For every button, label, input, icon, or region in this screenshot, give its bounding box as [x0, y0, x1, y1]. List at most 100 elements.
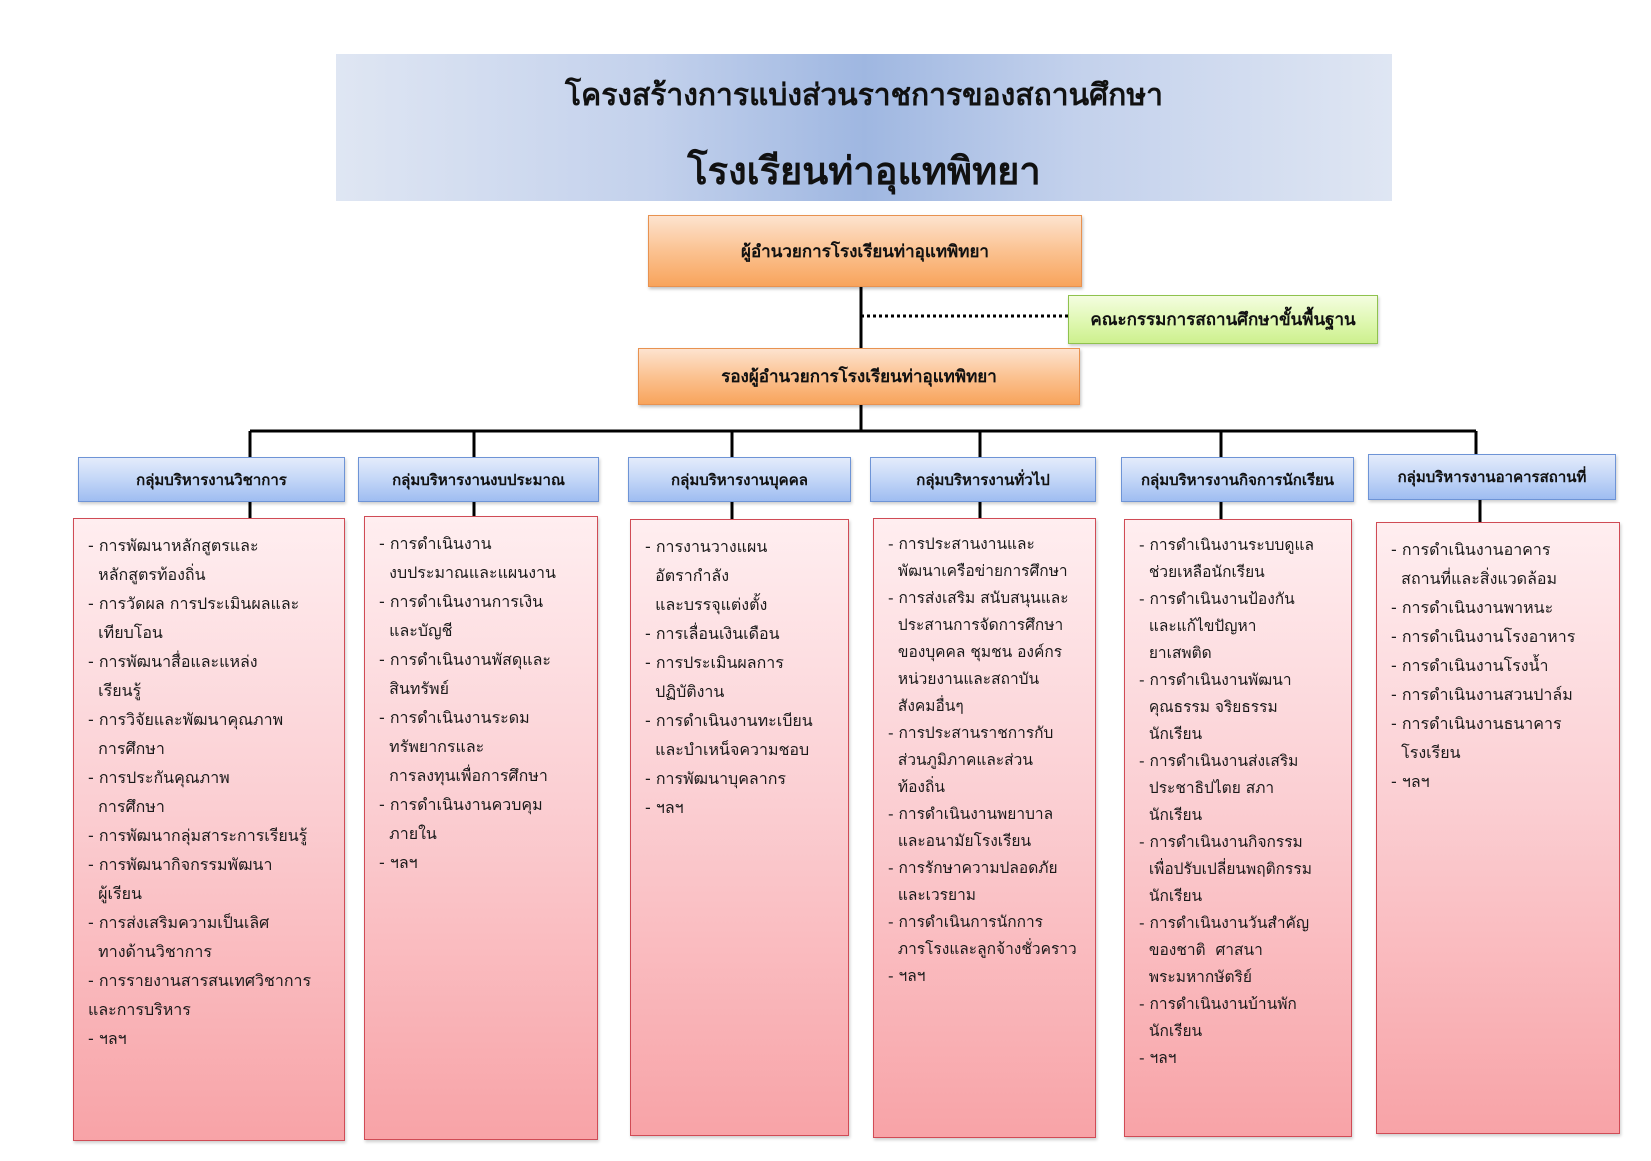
- task-item: - การดำเนินงานโรงน้ำ: [1391, 656, 1549, 675]
- task-item: หลักสูตรท้องถิ่น: [88, 565, 206, 584]
- task-list: - การดำเนินงานระบบดูแล ช่วยเหลือนักเรียน…: [1139, 532, 1343, 1072]
- task-item: - ฯลฯ: [1139, 1049, 1177, 1067]
- task-item: เรียนรู้: [88, 681, 142, 700]
- task-item: การลงทุนเพื่อการศึกษา: [379, 766, 548, 785]
- director-box: ผู้อำนวยการโรงเรียนท่าอุแทพิทยา: [648, 215, 1082, 287]
- task-item: และอนามัยโรงเรียน: [888, 832, 1032, 850]
- group-header-student-affairs: กลุ่มบริหารงานกิจการนักเรียน: [1121, 457, 1354, 502]
- task-item: - การพัฒนากิจกรรมพัฒนา: [88, 855, 273, 874]
- task-item: - ฯลฯ: [888, 967, 926, 985]
- task-item: - การงานวางแผน: [645, 537, 768, 556]
- group-name: กลุ่มบริหารงานงบประมาณ: [392, 470, 565, 489]
- task-item: - ฯลฯ: [1391, 772, 1430, 791]
- group-header-buildings: กลุ่มบริหารงานอาคารสถานที่: [1368, 454, 1616, 500]
- task-item: - การประสานงานและ: [888, 535, 1035, 553]
- task-item: - การประกันคุณภาพ: [88, 768, 230, 787]
- task-item: - การดำเนินงานกิจกรรม: [1139, 833, 1303, 851]
- task-item: การศึกษา: [88, 797, 165, 816]
- task-item: ของบุคคล ชุมชน องค์กร: [888, 643, 1063, 661]
- task-list: - การดำเนินงานอาคาร สถานที่และสิ่งแวดล้อ…: [1391, 535, 1611, 796]
- task-item: ยาเสพติด: [1139, 644, 1212, 662]
- task-item: และแก้ไขปัญหา: [1139, 617, 1257, 635]
- group-name: กลุ่มบริหารงานทั่วไป: [916, 470, 1050, 489]
- task-list: - การดำเนินงาน งบประมาณและแผนงาน- การดำเ…: [379, 529, 589, 877]
- task-item: และบำเหน็จความชอบ: [645, 740, 810, 759]
- chart-title: โครงสร้างการแบ่งส่วนราชการของสถานศึกษา: [565, 78, 1163, 113]
- task-item: - การดำเนินงานพาหนะ: [1391, 598, 1554, 617]
- task-list-personnel: - การงานวางแผน อัตรากำลัง และบรรจุแต่งตั…: [630, 519, 849, 1136]
- task-item: - การพัฒนากลุ่มสาระการเรียนรู้: [88, 826, 308, 845]
- task-item: - การดำเนินงานอาคาร: [1391, 540, 1551, 559]
- task-item: การศึกษา: [88, 739, 165, 758]
- task-item: - การส่งเสริม สนับสนุนและ: [888, 589, 1069, 607]
- task-item: - การส่งเสริมความเป็นเลิศ: [88, 913, 270, 932]
- task-item: - การประเมินผลการ: [645, 653, 784, 672]
- task-item: - ฯลฯ: [645, 798, 684, 817]
- task-item: - การดำเนินงานระบบดูแล: [1139, 536, 1314, 554]
- task-list-budget: - การดำเนินงาน งบประมาณและแผนงาน- การดำเ…: [364, 516, 598, 1140]
- task-item: คุณธรรม จริยธรรม: [1139, 698, 1278, 716]
- task-item: นักเรียน: [1139, 887, 1203, 905]
- task-item: - ฯลฯ: [88, 1029, 127, 1048]
- task-item: - การดำเนินงานวันสำคัญ: [1139, 914, 1310, 932]
- task-item: - การรักษาความปลอดภัย: [888, 859, 1058, 877]
- task-item: เพื่อปรับเปลี่ยนพฤติกรรม: [1139, 860, 1312, 878]
- group-header-personnel: กลุ่มบริหารงานบุคคล: [628, 457, 851, 502]
- task-item: - การพัฒนาบุคลากร: [645, 769, 786, 788]
- task-item: - การวัดผล การประเมินผลและ: [88, 594, 300, 613]
- task-list: - การงานวางแผน อัตรากำลัง และบรรจุแต่งตั…: [645, 532, 840, 822]
- task-item: - การดำเนินงานทะเบียน: [645, 711, 813, 730]
- task-list-academic: - การพัฒนาหลักสูตรและ หลักสูตรท้องถิ่น - …: [73, 518, 345, 1141]
- task-item: พัฒนาเครือข่ายการศึกษา: [888, 562, 1068, 580]
- task-list-general: - การประสานงานและ พัฒนาเครือข่ายการศึกษา…: [873, 518, 1096, 1138]
- task-item: ภายใน: [379, 824, 437, 843]
- task-item: นักเรียน: [1139, 725, 1203, 743]
- task-item: อัตรากำลัง: [645, 566, 730, 585]
- task-item: นักเรียน: [1139, 1022, 1203, 1040]
- task-item: - การดำเนินงานโรงอาหาร: [1391, 627, 1576, 646]
- task-item: และเวรยาม: [888, 886, 976, 904]
- group-header-budget: กลุ่มบริหารงานงบประมาณ: [358, 457, 599, 502]
- task-item: - การดำเนินงานพัฒนา: [1139, 671, 1292, 689]
- task-item: - การดำเนินงานธนาคาร: [1391, 714, 1562, 733]
- deputy-label: รองผู้อำนวยการโรงเรียนท่าอุแทพิทยา: [721, 367, 997, 387]
- task-item: - การพัฒนาสื่อและแหล่ง: [88, 652, 258, 671]
- task-item: - การพัฒนาหลักสูตรและ: [88, 536, 259, 555]
- committee-label: คณะกรรมการสถานศึกษาขั้นพื้นฐาน: [1090, 310, 1356, 330]
- task-item: - การดำเนินงานส่งเสริม: [1139, 752, 1299, 770]
- group-name: กลุ่มบริหารงานวิชาการ: [136, 470, 287, 489]
- task-item: ของชาติ ศาสนา: [1139, 941, 1263, 959]
- task-item: ท้องถิ่น: [888, 778, 945, 796]
- task-item: ทรัพยากรและ: [379, 737, 485, 756]
- task-list-buildings: - การดำเนินงานอาคาร สถานที่และสิ่งแวดล้อ…: [1376, 522, 1620, 1134]
- task-item: - การดำเนินงานพยาบาล: [888, 805, 1054, 823]
- task-item: ปฏิบัติงาน: [645, 682, 725, 701]
- director-label: ผู้อำนวยการโรงเรียนท่าอุแทพิทยา: [741, 241, 989, 262]
- group-header-academic: กลุ่มบริหารงานวิชาการ: [78, 457, 345, 502]
- task-item: งบประมาณและแผนงาน: [379, 563, 556, 582]
- title-banner: โครงสร้างการแบ่งส่วนราชการของสถานศึกษา โ…: [336, 54, 1392, 201]
- task-item: ส่วนภูมิภาคและส่วน: [888, 751, 1033, 769]
- task-item: - การดำเนินงานบ้านพัก: [1139, 995, 1297, 1013]
- task-item: - การดำเนินงานสวนปาล์ม: [1391, 685, 1573, 704]
- task-item: ประชาธิปไตย สภา: [1139, 779, 1275, 797]
- task-item: สินทรัพย์: [379, 679, 449, 698]
- task-item: สังคมอื่นๆ: [888, 697, 964, 715]
- task-item: - การดำเนินการนักการ: [888, 913, 1043, 931]
- deputy-box: รองผู้อำนวยการโรงเรียนท่าอุแทพิทยา: [638, 348, 1080, 405]
- task-item: ผู้เรียน: [88, 884, 142, 903]
- task-item: - การรายงานสารสนเทศวิชาการ: [88, 971, 312, 990]
- committee-box: คณะกรรมการสถานศึกษาขั้นพื้นฐาน: [1068, 295, 1378, 344]
- task-item: พระมหากษัตริย์: [1139, 968, 1252, 986]
- school-name: โรงเรียนท่าอุแทพิทยา: [687, 149, 1041, 193]
- task-item: ช่วยเหลือนักเรียน: [1139, 563, 1265, 581]
- task-item: ประสานการจัดการศึกษา: [888, 616, 1064, 634]
- group-name: กลุ่มบริหารงานอาคารสถานที่: [1397, 468, 1587, 486]
- task-item: - การประสานราชการกับ: [888, 724, 1054, 742]
- task-list: - การพัฒนาหลักสูตรและ หลักสูตรท้องถิ่น - …: [88, 531, 336, 1053]
- task-item: ทางด้านวิชาการ: [88, 942, 212, 961]
- task-item: สถานที่และสิ่งแวดล้อม: [1391, 569, 1558, 588]
- task-item: และบัญชี: [379, 621, 453, 640]
- task-item: - การดำเนินงานควบคุม: [379, 795, 543, 814]
